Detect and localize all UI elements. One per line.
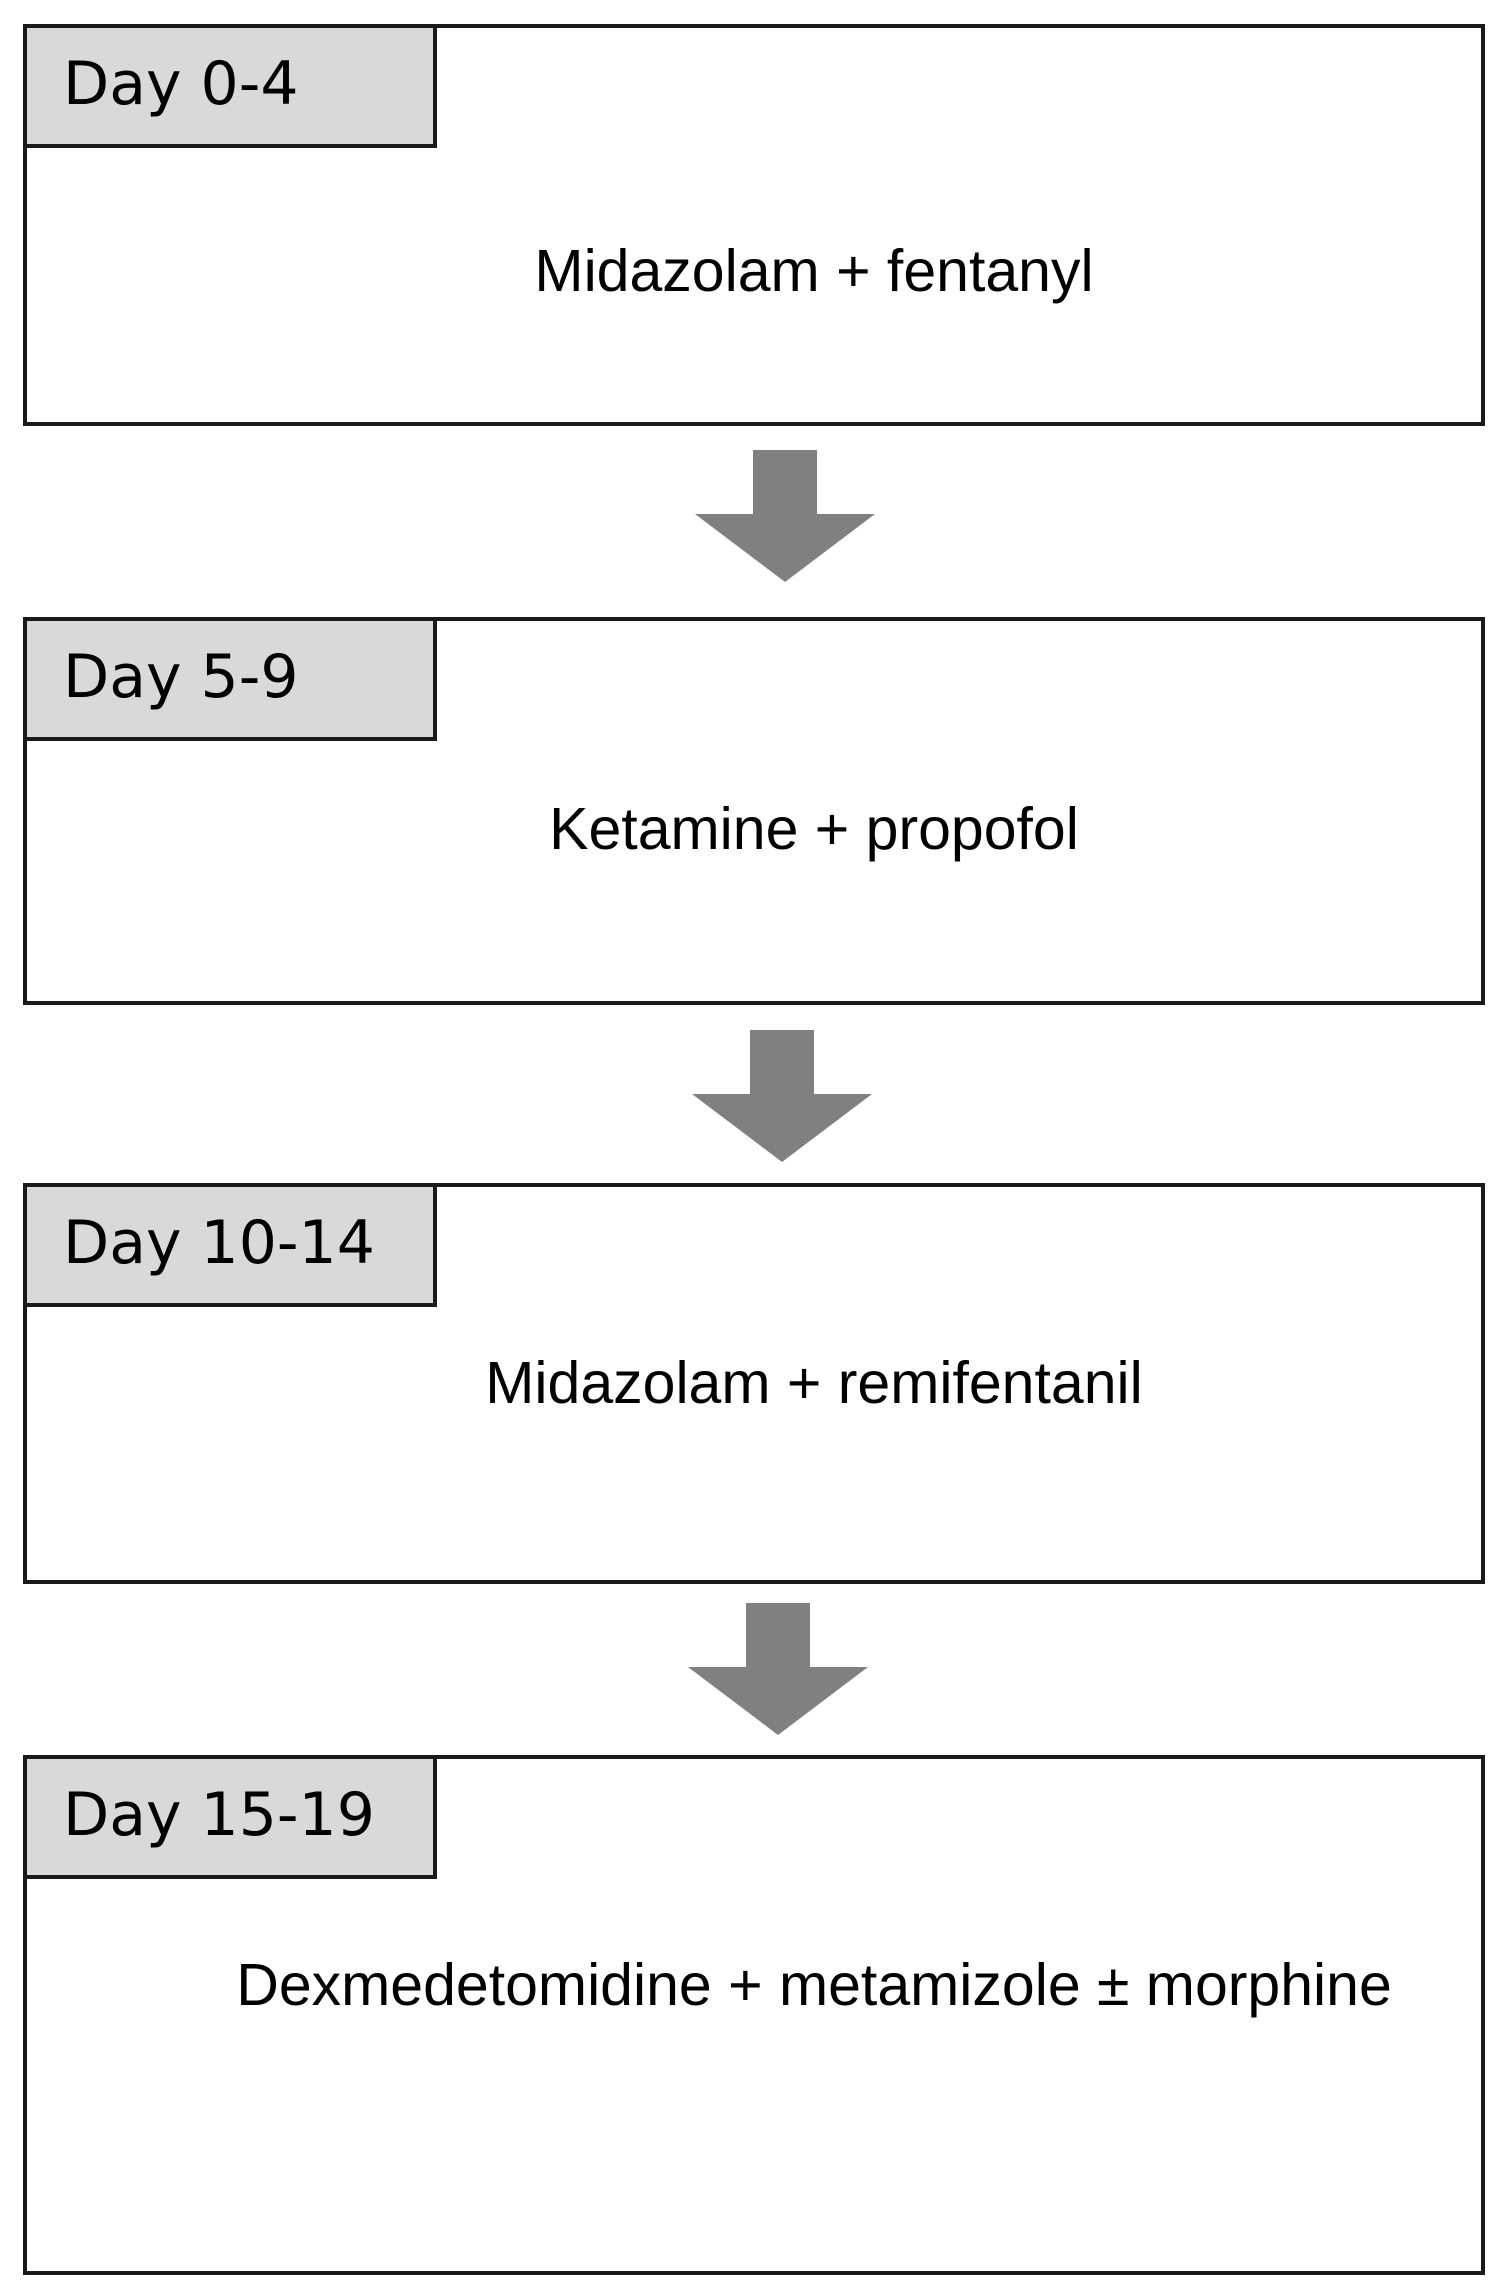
- step-label: Day 0-4: [27, 28, 437, 148]
- step-treatment: Dexmedetomidine + metamizole ± morphine: [236, 1952, 1392, 2018]
- down-arrow-icon: [695, 450, 875, 582]
- step-label: Day 10-14: [27, 1187, 437, 1307]
- step-box-day-5-9: Day 5-9 Ketamine + propofol: [23, 617, 1485, 1005]
- step-box-day-10-14: Day 10-14 Midazolam + remifentanil: [23, 1183, 1485, 1584]
- step-label: Day 5-9: [27, 621, 437, 741]
- step-box-day-0-4: Day 0-4 Midazolam + fentanyl: [23, 24, 1485, 426]
- step-label: Day 15-19: [27, 1759, 437, 1879]
- step-box-day-15-19: Day 15-19 Dexmedetomidine + metamizole ±…: [23, 1755, 1485, 2275]
- down-arrow-icon: [692, 1030, 872, 1162]
- step-treatment: Midazolam + fentanyl: [534, 238, 1094, 304]
- down-arrow-icon: [688, 1603, 868, 1735]
- step-treatment: Ketamine + propofol: [549, 796, 1079, 862]
- step-treatment: Midazolam + remifentanil: [485, 1350, 1143, 1416]
